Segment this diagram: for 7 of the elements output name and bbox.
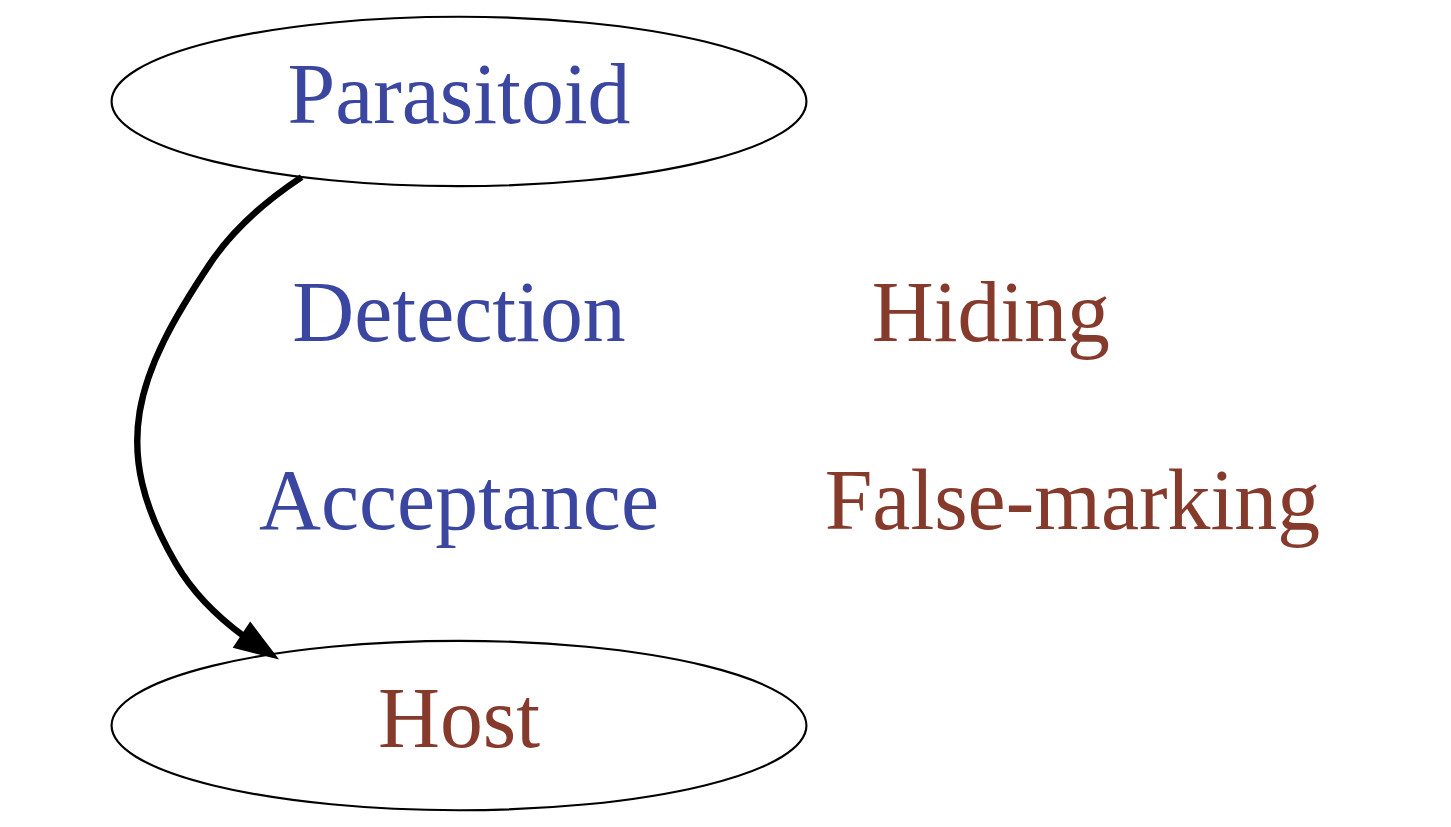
label: False-marking — [824, 453, 1320, 549]
node-ellipse: Parasitoid — [110, 15, 807, 188]
node-ellipse: Host — [110, 639, 807, 812]
label: Hiding — [871, 264, 1110, 360]
label: Detection — [291, 264, 626, 360]
label: Acceptance — [258, 453, 659, 549]
arrow — [133, 174, 303, 660]
